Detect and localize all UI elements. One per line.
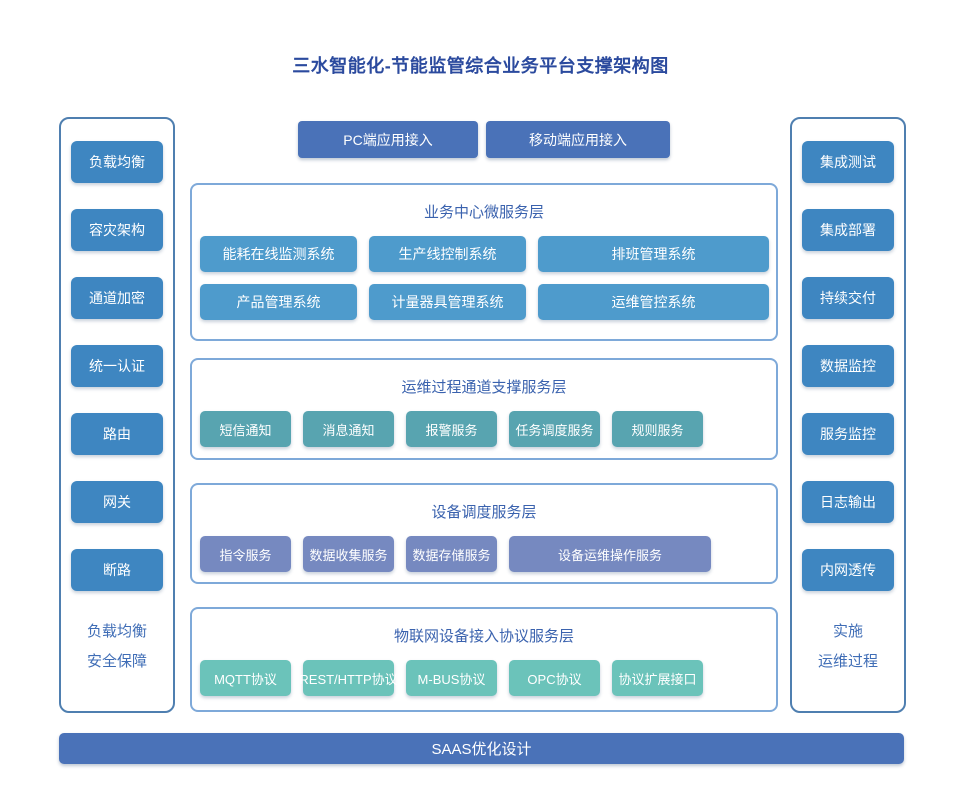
left-item-channel-encrypt: 通道加密 <box>71 277 163 319</box>
left-caption-line-2: 安全保障 <box>86 653 147 670</box>
block-metering-management: 计量器具管理系统 <box>369 284 526 320</box>
left-item-unified-auth: 统一认证 <box>71 345 163 387</box>
block-data-store: 数据存储服务 <box>406 536 497 572</box>
block-ops-control: 运维管控系统 <box>538 284 769 320</box>
layer-ops-channel-support: 运维过程通道支撑服务层 短信通知 消息通知 报警服务 任务调度服务 规则服务 <box>190 358 778 460</box>
left-item-disaster-recovery: 容灾架构 <box>71 209 163 251</box>
layer-device-dispatch-row: 指令服务 数据收集服务 数据存储服务 设备运维操作服务 <box>192 536 776 572</box>
left-item-circuit-break: 断路 <box>71 549 163 591</box>
block-device-ops: 设备运维操作服务 <box>509 536 711 572</box>
mobile-access-block: 移动端应用接入 <box>486 121 670 158</box>
block-product-management: 产品管理系统 <box>200 284 357 320</box>
block-rule-service: 规则服务 <box>612 411 703 447</box>
right-item-continuous-delivery: 持续交付 <box>802 277 894 319</box>
access-row: PC端应用接入 移动端应用接入 <box>190 121 778 158</box>
block-opc-protocol: OPC协议 <box>509 660 600 696</box>
right-item-log-output: 日志输出 <box>802 481 894 523</box>
block-rest-http-protocol: REST/HTTP协议 <box>299 660 398 696</box>
layer-device-dispatch-title: 设备调度服务层 <box>431 504 537 521</box>
layer-business-microservices: 业务中心微服务层 能耗在线监测系统 生产线控制系统 排班管理系统 产品管理系统 … <box>190 183 778 341</box>
layer-iot-protocol: 物联网设备接入协议服务层 MQTT协议 REST/HTTP协议 M-BUS协议 … <box>190 607 778 712</box>
right-item-intranet-tunnel: 内网透传 <box>802 549 894 591</box>
pc-access-block: PC端应用接入 <box>298 121 478 158</box>
left-panel: 负载均衡 容灾架构 通道加密 统一认证 路由 网关 断路 负载均衡 安全保障 <box>59 117 175 713</box>
right-item-integration-test: 集成测试 <box>802 141 894 183</box>
left-caption-line-1: 负载均衡 <box>86 623 147 640</box>
block-mqtt-protocol: MQTT协议 <box>200 660 291 696</box>
block-energy-monitoring: 能耗在线监测系统 <box>200 236 357 272</box>
right-caption-line-2: 运维过程 <box>817 653 878 670</box>
layer-ops-channel-title: 运维过程通道支撑服务层 <box>401 379 567 396</box>
block-data-collect: 数据收集服务 <box>303 536 394 572</box>
block-sms-notify: 短信通知 <box>200 411 291 447</box>
layer-business-row-1: 能耗在线监测系统 生产线控制系统 排班管理系统 <box>192 236 776 272</box>
block-msg-notify: 消息通知 <box>303 411 394 447</box>
block-shift-management: 排班管理系统 <box>538 236 769 272</box>
block-command-service: 指令服务 <box>200 536 291 572</box>
left-panel-caption: 负载均衡 安全保障 <box>87 617 147 677</box>
layer-business-title: 业务中心微服务层 <box>423 204 544 221</box>
right-panel-caption: 实施 运维过程 <box>818 617 878 677</box>
right-item-integration-deploy: 集成部署 <box>802 209 894 251</box>
block-task-schedule: 任务调度服务 <box>509 411 600 447</box>
left-item-load-balance: 负载均衡 <box>71 141 163 183</box>
page-title: 三水智能化-节能监管综合业务平台支撑架构图 <box>292 56 669 76</box>
block-production-control: 生产线控制系统 <box>369 236 526 272</box>
right-caption-line-1: 实施 <box>832 623 863 640</box>
layer-business-row-2: 产品管理系统 计量器具管理系统 运维管控系统 <box>192 284 776 320</box>
block-alarm-service: 报警服务 <box>406 411 497 447</box>
right-item-data-monitor: 数据监控 <box>802 345 894 387</box>
left-item-route: 路由 <box>71 413 163 455</box>
layer-device-dispatch: 设备调度服务层 指令服务 数据收集服务 数据存储服务 设备运维操作服务 <box>190 483 778 584</box>
left-item-gateway: 网关 <box>71 481 163 523</box>
layer-iot-protocol-title: 物联网设备接入协议服务层 <box>393 628 574 645</box>
saas-bottom-bar: SAAS优化设计 <box>59 733 904 764</box>
right-item-service-monitor: 服务监控 <box>802 413 894 455</box>
block-protocol-extension: 协议扩展接口 <box>612 660 703 696</box>
block-mbus-protocol: M-BUS协议 <box>406 660 497 696</box>
right-panel: 集成测试 集成部署 持续交付 数据监控 服务监控 日志输出 内网透传 实施 运维… <box>790 117 906 713</box>
layer-iot-protocol-row: MQTT协议 REST/HTTP协议 M-BUS协议 OPC协议 协议扩展接口 <box>192 660 776 696</box>
layer-ops-channel-row: 短信通知 消息通知 报警服务 任务调度服务 规则服务 <box>192 411 776 447</box>
